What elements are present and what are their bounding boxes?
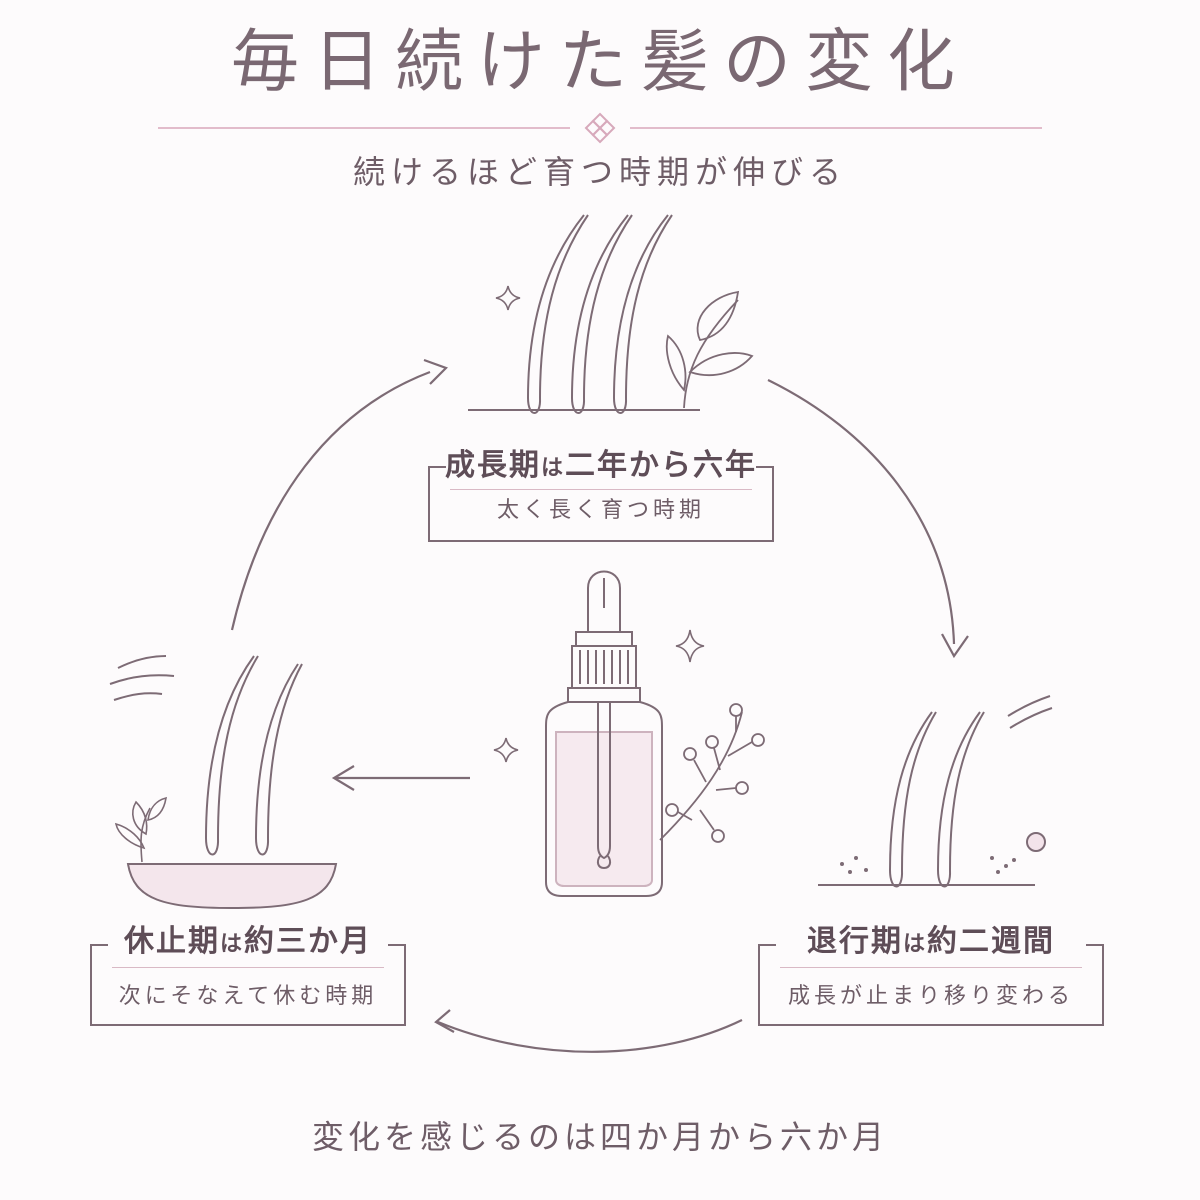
sparkle-icon [493, 629, 705, 763]
serum-bottle-icon [545, 570, 663, 897]
dust-dots-icon [840, 856, 1016, 874]
berry-branch-icon [659, 703, 765, 843]
leaf-sprig-icon [665, 290, 754, 409]
stage-description: 太く長く育つ時期 [496, 498, 705, 523]
leaf-sprig-icon [114, 796, 167, 863]
stage-description: 次にそなえて休む時期 [118, 984, 378, 1009]
stage-card-growth: 成長期は二年から六年 太く長く育つ時期 [428, 446, 774, 542]
stage-card-regression: 退行期は約二週間 成長が止まり移り変わる [758, 922, 1104, 1026]
diamond-ornament-icon [584, 112, 616, 144]
cycle-arrow-icon [230, 358, 969, 1053]
stage-heading: 成長期は二年から六年 [444, 448, 757, 483]
footer-note: 変化を感じるのは四か月から六か月 [311, 1118, 888, 1156]
stage-description: 成長が止まり移り変わる [787, 984, 1074, 1009]
stage-card-resting: 休止期は約三か月 次にそなえて休む時期 [90, 922, 406, 1026]
resting-hair-icon [109, 655, 338, 910]
stage-heading: 休止期は約三か月 [123, 924, 372, 959]
page-subtitle: 続けるほど育つ時期が伸びる [352, 153, 847, 191]
sparkle-icon [495, 285, 521, 311]
growth-hair-icon [468, 214, 700, 414]
title-divider [158, 112, 1042, 144]
regression-hair-icon [818, 695, 1053, 888]
stage-heading: 退行期は約二週間 [806, 924, 1055, 959]
page-title: 毎日続けた髪の変化 [230, 23, 969, 102]
